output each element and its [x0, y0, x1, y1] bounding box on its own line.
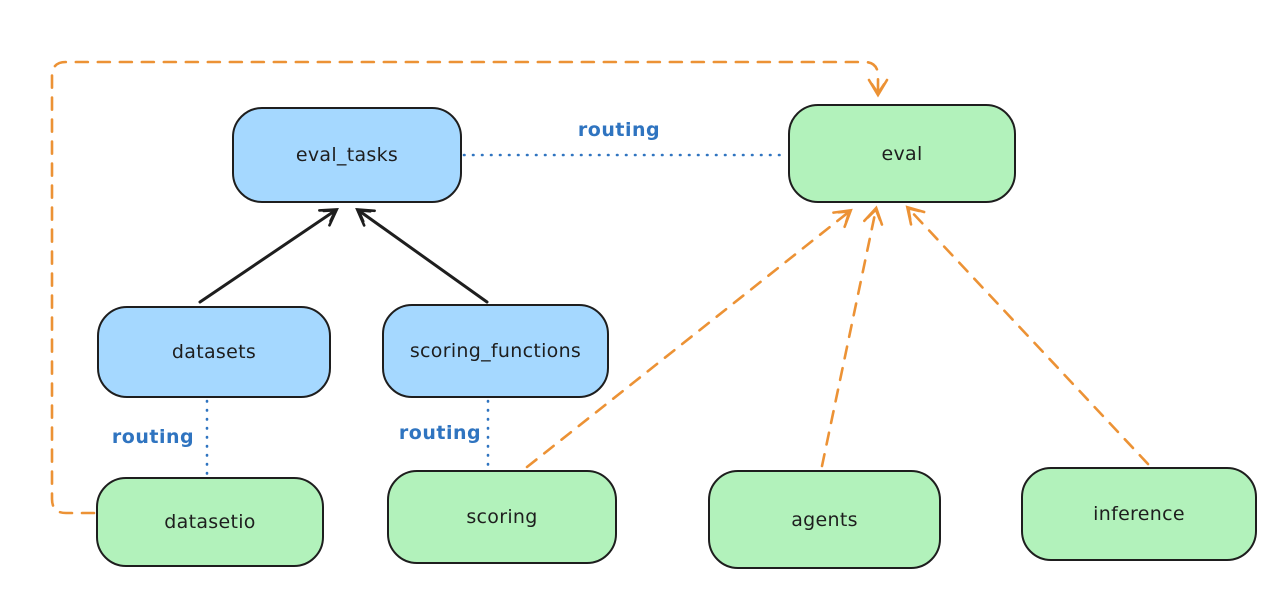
edge-scoring-to-eval	[525, 208, 853, 469]
node-scoring-functions: scoring_functions	[382, 304, 609, 398]
node-scoring: scoring	[387, 470, 617, 564]
node-eval: eval	[788, 104, 1016, 203]
node-eval-tasks-label: eval_tasks	[295, 144, 399, 166]
node-inference: inference	[1021, 467, 1257, 561]
routing-label-scoring-functions-scoring: routing	[398, 422, 482, 444]
edge-inference-to-eval	[905, 205, 1150, 466]
node-inference-label: inference	[1093, 503, 1185, 525]
node-scoring-functions-label: scoring_functions	[409, 340, 582, 362]
node-agents-label: agents	[791, 508, 858, 531]
node-datasetio-label: datasetio	[164, 511, 256, 533]
node-datasetio: datasetio	[96, 477, 324, 567]
node-scoring-label: scoring	[466, 506, 538, 528]
node-datasets: datasets	[97, 306, 331, 398]
node-eval-label: eval	[881, 142, 923, 165]
routing-label-datasets-datasetio: routing	[111, 426, 195, 448]
edge-scoring_functions-to-eval_tasks	[355, 207, 489, 304]
edge-agents-to-eval	[820, 205, 884, 468]
node-datasets-label: datasets	[171, 341, 257, 363]
node-eval-tasks: eval_tasks	[232, 107, 462, 203]
node-agents: agents	[708, 470, 941, 569]
edge-datasets-to-eval_tasks	[198, 208, 339, 304]
edge-datasetio-to-eval	[50, 60, 889, 515]
routing-label-eval-tasks-eval: routing	[577, 119, 661, 141]
